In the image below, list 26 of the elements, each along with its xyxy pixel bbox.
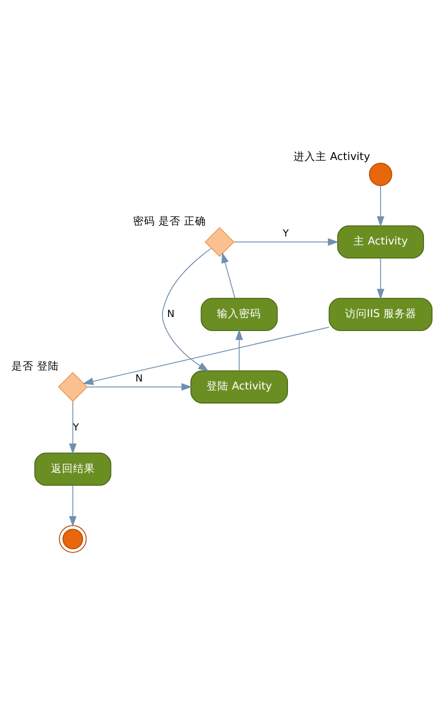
node-box: 主 Activity bbox=[337, 224, 424, 258]
node-diamond bbox=[204, 226, 234, 256]
node-box: 登陆 Activity bbox=[190, 370, 288, 403]
arrow bbox=[69, 400, 77, 454]
arrow bbox=[376, 184, 384, 226]
edge-label: N bbox=[167, 308, 174, 320]
arrow bbox=[376, 257, 384, 300]
arrow bbox=[69, 484, 77, 526]
arrow bbox=[221, 252, 236, 298]
node-box: 访问IIS 服务器 bbox=[328, 297, 432, 330]
node-diamond bbox=[58, 371, 88, 402]
edge-label: N bbox=[135, 372, 143, 384]
node-circle bbox=[58, 524, 87, 552]
node-label: 是否 登陆 bbox=[12, 359, 59, 372]
node-box: 返回结果 bbox=[34, 452, 112, 486]
node-circle bbox=[368, 162, 392, 186]
node-label: 进入主 Activity bbox=[294, 150, 370, 163]
arrow bbox=[234, 238, 339, 246]
edge-label: Y bbox=[282, 228, 289, 239]
node-label: 密码 是否 正确 bbox=[133, 214, 206, 228]
arrow bbox=[235, 328, 243, 371]
node-box: 输入密码 bbox=[200, 297, 278, 330]
arrow bbox=[86, 382, 192, 390]
arrow bbox=[82, 326, 330, 384]
arrow bbox=[162, 247, 212, 372]
edge-label: Y bbox=[72, 422, 79, 434]
